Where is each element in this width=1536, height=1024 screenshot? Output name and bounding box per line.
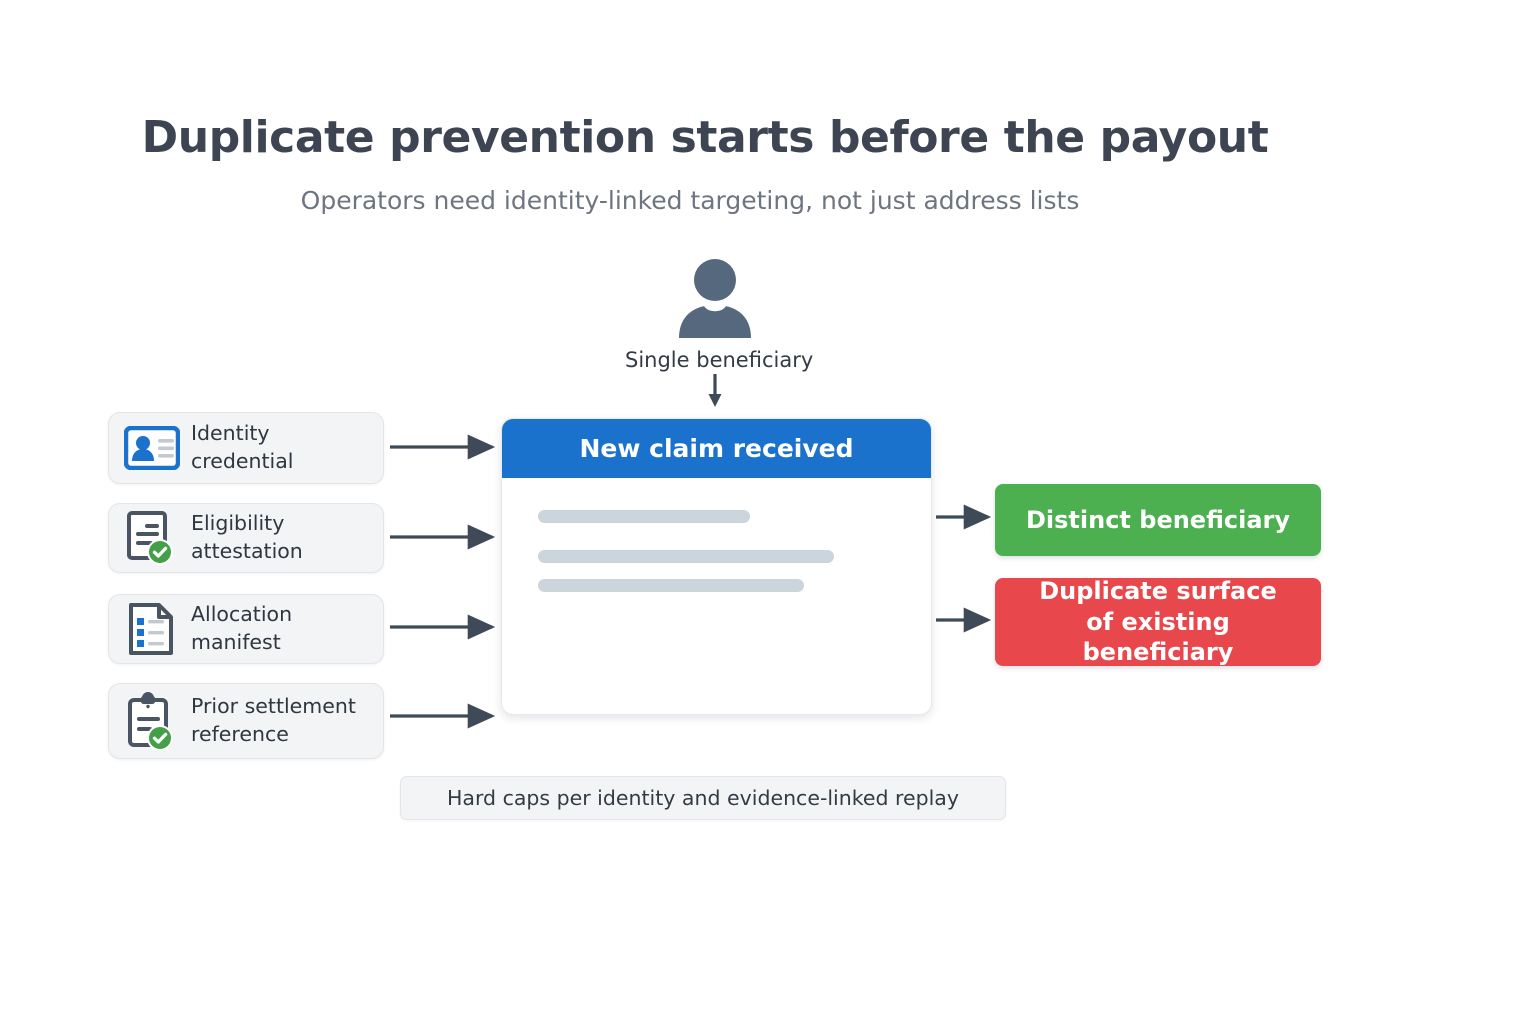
page-title: Duplicate prevention starts before the p…: [141, 112, 1269, 163]
claim-card[interactable]: New claim received: [501, 418, 932, 715]
evidence-label: Identity credential: [191, 421, 294, 473]
evidence-card-allocation-manifest[interactable]: Allocation manifest: [108, 594, 384, 664]
clipboard-check-icon: [123, 692, 181, 750]
evidence-label: Allocation manifest: [191, 602, 293, 654]
evidence-label: Prior settlement reference: [191, 694, 356, 746]
outcome-label: Distinct beneficiary: [1025, 505, 1290, 534]
single-beneficiary-block: Single beneficiary: [625, 258, 814, 408]
page-subtitle: Operators need identity-linked targeting…: [300, 186, 1080, 215]
single-beneficiary-label: Single beneficiary: [625, 348, 814, 372]
claim-card-header: New claim received: [502, 419, 931, 478]
list-document-icon: [123, 600, 181, 658]
down-arrow-icon: [625, 374, 805, 408]
person-avatar-icon: [625, 258, 805, 342]
evidence-card-eligibility-attestation[interactable]: Eligibility attestation: [108, 503, 384, 573]
evidence-label: Eligibility attestation: [191, 511, 303, 563]
id-card-icon: [123, 419, 181, 477]
footer-note: Hard caps per identity and evidence-link…: [400, 776, 1006, 820]
evidence-card-identity-credential[interactable]: Identity credential: [108, 412, 384, 484]
skeleton-bar: [538, 510, 750, 523]
skeleton-bar: [538, 579, 804, 592]
claim-card-body: [502, 478, 931, 592]
skeleton-bar: [538, 550, 834, 563]
outcome-badge-distinct[interactable]: Distinct beneficiary: [995, 484, 1321, 556]
evidence-card-prior-settlement-reference[interactable]: Prior settlement reference: [108, 683, 384, 759]
outcome-label: Duplicate surface of existing beneficiar…: [1039, 576, 1277, 667]
outcome-badge-duplicate[interactable]: Duplicate surface of existing beneficiar…: [995, 576, 1321, 667]
document-check-icon: [123, 509, 181, 567]
